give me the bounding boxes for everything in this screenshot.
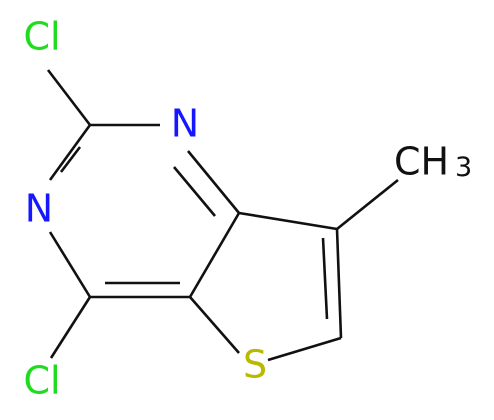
bond-cl2-c2	[46, 69, 92, 126]
chlorine-4-label: Cl	[23, 359, 60, 403]
bond-c7-methyl	[336, 178, 399, 231]
sulfur-label: S	[243, 343, 267, 387]
bonds	[46, 69, 399, 362]
nitrogen-1-label: N	[171, 102, 199, 146]
bond-s-c6	[267, 336, 342, 362]
bond-n1-c7a-double	[173, 166, 216, 217]
bond-c2-n3-double	[59, 146, 82, 173]
chlorine-2-label: Cl	[23, 15, 60, 59]
bond-c7-c7a	[238, 211, 338, 231]
methyl-subscript-3: 3	[455, 152, 472, 183]
bond-c2-n3	[48, 124, 92, 181]
bond-n1-c7a	[186, 150, 241, 214]
bond-c4-cl4	[49, 296, 92, 359]
bond-c6-c7-double	[321, 237, 329, 320]
methyl-main-label: CH	[394, 140, 449, 184]
nitrogen-3-label: N	[25, 187, 53, 231]
methyl-label: CH 3	[394, 140, 472, 184]
bond-c7a-c4a	[188, 212, 241, 298]
bond-c4a-s	[189, 296, 240, 354]
bond-c6-c7	[335, 228, 343, 339]
atom-labels: Cl N N Cl S CH 3	[23, 15, 472, 403]
bond-n3-c4	[48, 231, 92, 298]
